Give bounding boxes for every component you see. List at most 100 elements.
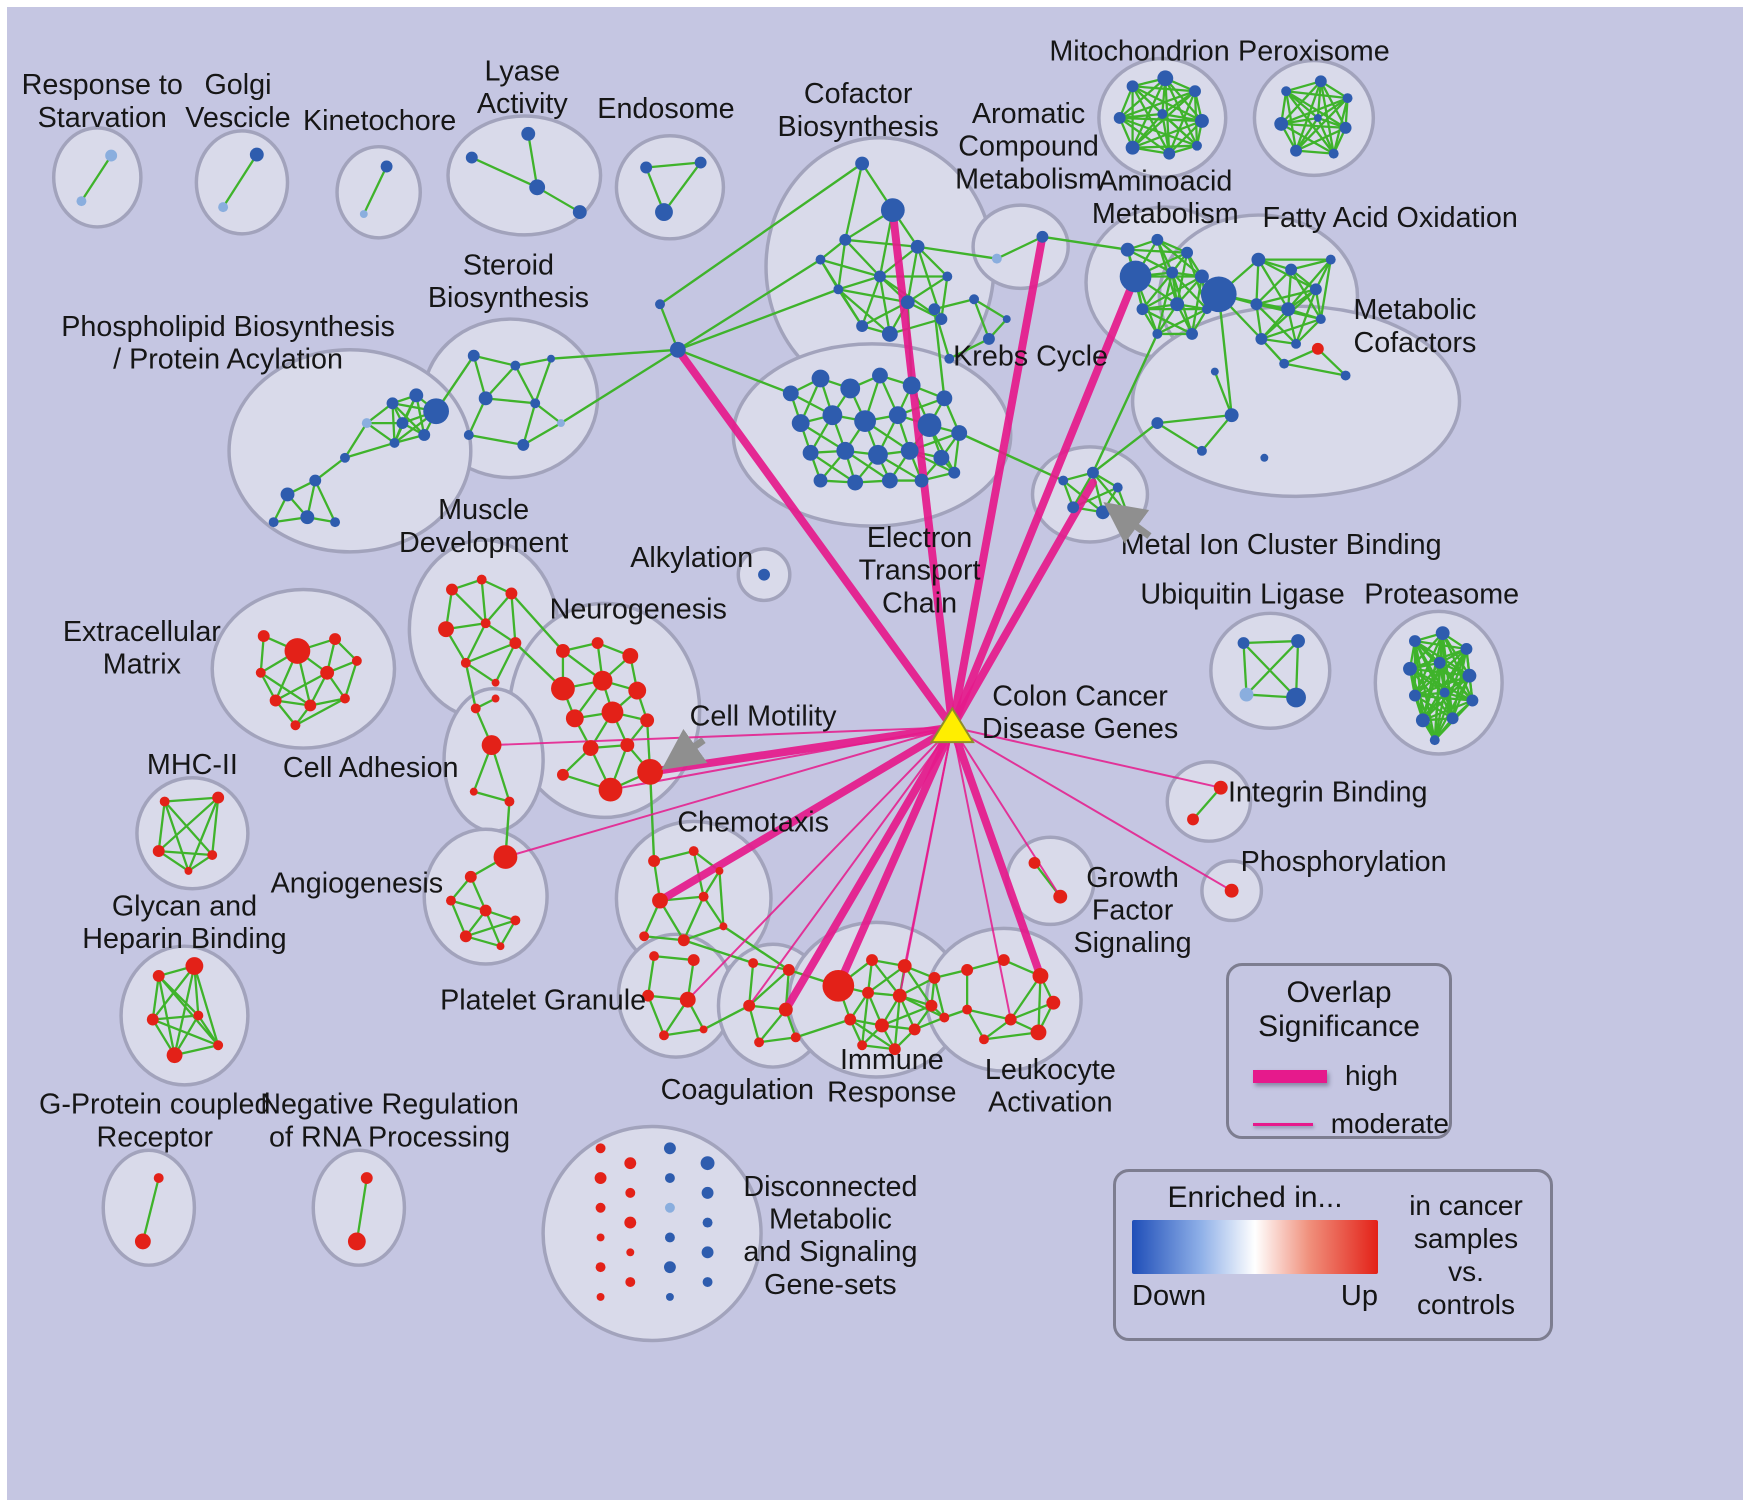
aminoacid-metabolism-edge [1156,272,1174,335]
muscle-development-node [480,618,491,629]
response-to-starvation-edge [80,154,113,202]
inter-cluster-edge [917,245,998,260]
platelet-granule-node [687,954,700,967]
krebs-cycle-edge [973,298,1008,321]
aminoacid-metabolism-node [1170,297,1185,312]
metabolic-cofactors-edge [1157,414,1232,425]
aromatic-compound-metabolism-node [991,253,1002,264]
muscle-development-node [505,587,518,600]
neurogenesis-node [592,670,613,691]
immune-response-edge [860,992,870,1046]
aminoacid-metabolism-node [1120,242,1135,257]
cell-adhesion-bubble [442,686,545,834]
mhc-ii-node [207,850,218,861]
proteasome-node [1439,687,1450,698]
integrin-binding-label: Integrin Binding [1228,777,1428,809]
chemotaxis-edge [683,925,724,942]
steroid-biosynthesis-edge [473,354,516,367]
electron-transport-chain-node [936,390,953,407]
krebs-cycle-node [944,353,955,364]
electron-transport-chain-node [872,367,888,384]
proteasome-node [1429,735,1440,746]
chemotaxis-node [652,892,668,909]
immune-response-label: Response [827,1077,956,1109]
inter-cluster-edge [677,288,839,351]
inter-cluster-edge [648,771,656,862]
muscle-development-edge [510,593,517,644]
muscle-development-node [476,574,487,585]
aminoacid-metabolism-node [1151,233,1164,246]
overlap-edge-high [781,723,957,1014]
metal-ion-cluster-binding-edge [1072,472,1094,508]
leukocyte-activation-edge [1037,975,1042,1033]
fatty-acid-oxidation-edge [1261,317,1322,340]
electron-transport-chain-bubble [731,342,1013,528]
peroxisome-edge [1280,122,1335,155]
krebs-cycle-edge [948,337,990,360]
proteasome-edge [1422,699,1473,722]
phospholipid-biosynthesis-protein-acylation-node [423,398,449,425]
overlap-edge-high [948,478,1097,732]
ubiquitin-ligase-edge [1245,640,1299,696]
cofactor-biosynthesis-edge [906,246,919,303]
immune-response-edge [881,1004,932,1027]
fatty-acid-oxidation-edge [1290,268,1322,320]
mhc-ii-edge [164,796,219,803]
proteasome-edge [1414,674,1470,697]
colon-cancer-hub-label: Colon Cancer [992,680,1168,712]
metal-ion-cluster-binding-node [1067,501,1080,514]
metabolic-cofactors-edge [1283,362,1346,377]
high-significance-line-swatch [1253,1069,1327,1083]
chemotaxis-node [715,866,724,875]
inter-cluster-edge [659,162,863,306]
cofactor-biosynthesis-node [910,239,925,254]
aromatic-compound-metabolism-label: Aromatic [972,98,1085,130]
platelet-granule-node [642,989,655,1002]
nodes-layer [76,70,1479,1301]
proteasome-node [1415,713,1430,728]
peroxisome-edge [1317,97,1349,119]
mitochondrion-edge [1119,116,1198,147]
fatty-acid-oxidation-edge [1257,259,1290,310]
disconnected-metabolic-and-signaling-gene-sets-node [625,1277,636,1287]
mhc-ii-edge [187,797,220,872]
proteasome-node [1408,689,1421,702]
neurogenesis-node [551,676,575,701]
cofactor-biosynthesis-edge [844,163,864,241]
fatty-acid-oxidation-node [1285,263,1298,276]
glycan-and-heparin-binding-node [185,957,204,975]
chemotaxis-node [677,934,690,947]
electron-transport-chain-node [951,425,968,441]
steroid-biosynthesis-node [547,354,556,363]
aminoacid-metabolism-node [1181,246,1194,259]
extracellular-matrix-edge [259,636,265,673]
golgi-vescicle-label: Vescicle [185,102,290,134]
phospholipid-biosynthesis-protein-acylation-edge [344,422,368,459]
negative-regulation-of-rna-processing-bubble [311,1148,407,1267]
glycan-and-heparin-binding-label: Glycan and [112,890,257,922]
immune-response-node [897,959,912,973]
ubiquitin-ligase-edge [1243,639,1299,645]
angiogenesis-node [493,845,518,869]
coagulation-node [790,1032,801,1043]
overlap-edge-moderate [686,726,954,1001]
neurogenesis-node [556,768,569,781]
ubiquitin-ligase-node [1286,687,1306,708]
platelet-granule-node [659,1030,669,1041]
disconnected-metabolic-and-signaling-gene-sets-node [595,1143,606,1154]
cell-adhesion-label: Cell Adhesion [283,752,459,784]
electron-transport-chain-node [868,444,888,465]
mitochondrion-node [1113,112,1126,124]
extracellular-matrix-edge [275,671,328,702]
steroid-biosynthesis-edge [485,397,536,405]
overlap-significance-legend: Overlap Significance high moderate [1226,963,1452,1139]
metabolic-cofactors-edge [1317,347,1347,377]
extracellular-matrix-node [257,630,270,643]
cofactor-biosynthesis-label: Cofactor [804,78,913,110]
cofactor-biosynthesis-node [942,271,953,282]
angiogenesis-edge [469,876,487,911]
proteasome-label: Proteasome [1364,578,1519,610]
leukocyte-activation-edge [1010,1001,1054,1021]
cofactor-biosynthesis-node [855,156,870,171]
metabolic-cofactors-node [1196,445,1207,456]
